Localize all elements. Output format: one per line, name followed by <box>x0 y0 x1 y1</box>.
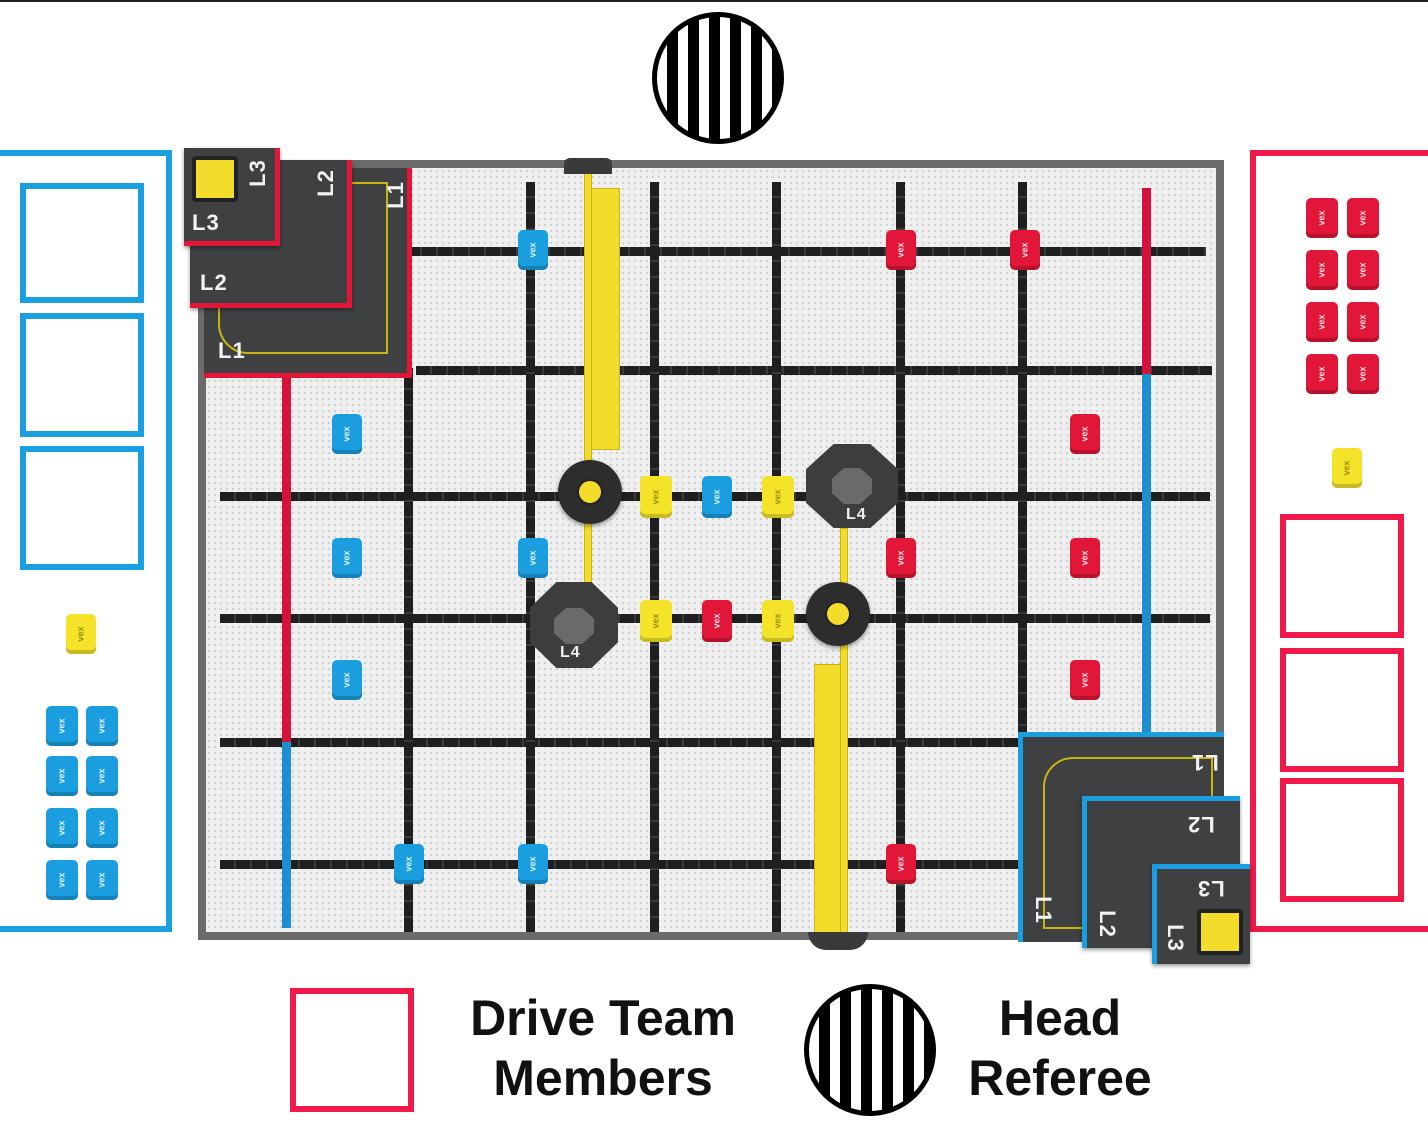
blue-preload-cube: vex <box>46 756 78 796</box>
field-cube-blue: vex <box>518 844 548 884</box>
l2-label: L2 <box>312 169 338 197</box>
field-cube-yellow: vex <box>762 476 794 518</box>
l2-label: L2 <box>1094 910 1120 938</box>
blue-preload-cube: vex <box>86 860 118 900</box>
blue-preload-cube: vex <box>46 808 78 848</box>
blue-alliance-station: vex vex vex vex vex vex vex vex vex <box>0 150 172 932</box>
l2-label: L2 <box>1187 812 1215 837</box>
red-preload-cube: vex <box>1347 354 1379 394</box>
game-field: L4 L4 L1 L1 L2 L2 L3 L3 L1 L1 L2 L2 L3 L… <box>184 148 1250 964</box>
l3-yellow-pad <box>1197 909 1243 955</box>
field-cube-red: vex <box>886 230 916 270</box>
legend-referee-icon <box>804 984 936 1116</box>
field-cube-red: vex <box>1010 230 1040 270</box>
blue-station-yellow-cube: vex <box>66 614 96 654</box>
l1-label: L1 <box>1030 896 1056 924</box>
blue-drive-box-1 <box>20 183 144 303</box>
l3-label: L3 <box>1162 924 1188 952</box>
goal-center-marker <box>825 601 851 627</box>
l1-label: L1 <box>1191 750 1219 775</box>
l4-platform-center <box>554 608 594 644</box>
legend-referee-line1: Head <box>998 990 1122 1046</box>
blue-edge-line <box>282 742 291 928</box>
yellow-barrier-long <box>590 188 620 450</box>
l2-label: L2 <box>200 270 228 295</box>
yellow-barrier-long <box>814 664 844 934</box>
red-edge-line <box>282 378 291 742</box>
field-cube-red: vex <box>886 844 916 884</box>
field-cube-red: vex <box>886 538 916 578</box>
blue-preload-cube: vex <box>86 756 118 796</box>
blue-preload-cube: vex <box>86 808 118 848</box>
field-cube-blue: vex <box>332 660 362 700</box>
l3-label: L3 <box>244 159 270 187</box>
tile-line <box>220 738 1020 747</box>
blue-drive-box-3 <box>20 446 144 570</box>
field-cube-yellow: vex <box>640 476 672 518</box>
tile-line <box>220 860 1210 869</box>
legend-referee-label: Head Referee <box>940 988 1180 1108</box>
l3-label: L3 <box>192 210 220 235</box>
red-preload-cube: vex <box>1347 302 1379 342</box>
red-drive-box-3 <box>1280 778 1404 902</box>
blue-corner-platform-l3: L3 L3 <box>1152 864 1250 964</box>
red-preload-cube: vex <box>1306 198 1338 238</box>
red-preload-cube: vex <box>1306 250 1338 290</box>
field-cube-yellow: vex <box>640 600 672 642</box>
top-border-line <box>0 0 1428 2</box>
red-drive-box-1 <box>1280 514 1404 638</box>
legend-drive-team-box <box>290 988 414 1112</box>
red-preload-cube: vex <box>1347 198 1379 238</box>
blue-preload-cube: vex <box>86 706 118 746</box>
field-cube-blue: vex <box>332 538 362 578</box>
field-cube-blue: vex <box>518 538 548 578</box>
red-preload-cube: vex <box>1347 250 1379 290</box>
head-referee-icon <box>652 12 784 144</box>
field-cube-blue: vex <box>518 230 548 270</box>
legend-referee-line2: Referee <box>968 1050 1152 1106</box>
red-preload-cube: vex <box>1306 354 1338 394</box>
field-cube-red: vex <box>1070 414 1100 454</box>
red-alliance-station: vex vex vex vex vex vex vex vex vex <box>1250 150 1428 932</box>
goal-center-marker <box>577 479 603 505</box>
l3-label: L3 <box>1197 876 1225 901</box>
field-cube-red: vex <box>1070 538 1100 578</box>
barrier-end-cap <box>564 158 612 174</box>
blue-drive-box-2 <box>20 313 144 437</box>
field-cube-yellow: vex <box>762 600 794 642</box>
blue-preload-cube: vex <box>46 706 78 746</box>
legend-drive-team-line1: Drive Team <box>470 990 736 1046</box>
tile-line <box>1018 182 1027 932</box>
field-cube-blue: vex <box>702 476 732 518</box>
tile-line <box>416 366 1212 375</box>
tile-line <box>404 368 413 932</box>
red-station-yellow-cube: vex <box>1332 448 1362 488</box>
field-cube-red: vex <box>702 600 732 642</box>
legend-drive-team-line2: Members <box>493 1050 713 1106</box>
field-cube-red: vex <box>1070 660 1100 700</box>
tile-line <box>772 182 781 932</box>
blue-edge-line <box>1142 374 1151 738</box>
red-corner-platform-l3: L3 L3 <box>184 148 280 246</box>
blue-preload-cube: vex <box>46 860 78 900</box>
l4-label: L4 <box>560 644 581 661</box>
red-drive-box-2 <box>1280 648 1404 772</box>
field-cube-blue: vex <box>394 844 424 884</box>
barrier-end-cap <box>808 932 868 950</box>
l1-label: L1 <box>382 181 408 209</box>
tile-line <box>650 182 659 932</box>
l3-yellow-pad <box>192 156 238 202</box>
tile-line <box>406 247 1206 256</box>
l1-label: L1 <box>218 338 246 363</box>
l4-label: L4 <box>846 506 867 523</box>
field-cube-blue: vex <box>332 414 362 454</box>
l4-platform-center <box>832 468 872 504</box>
legend-drive-team-label: Drive Team Members <box>440 988 766 1108</box>
red-edge-line <box>1142 188 1151 374</box>
red-preload-cube: vex <box>1306 302 1338 342</box>
yellow-barrier-rail <box>584 168 592 494</box>
